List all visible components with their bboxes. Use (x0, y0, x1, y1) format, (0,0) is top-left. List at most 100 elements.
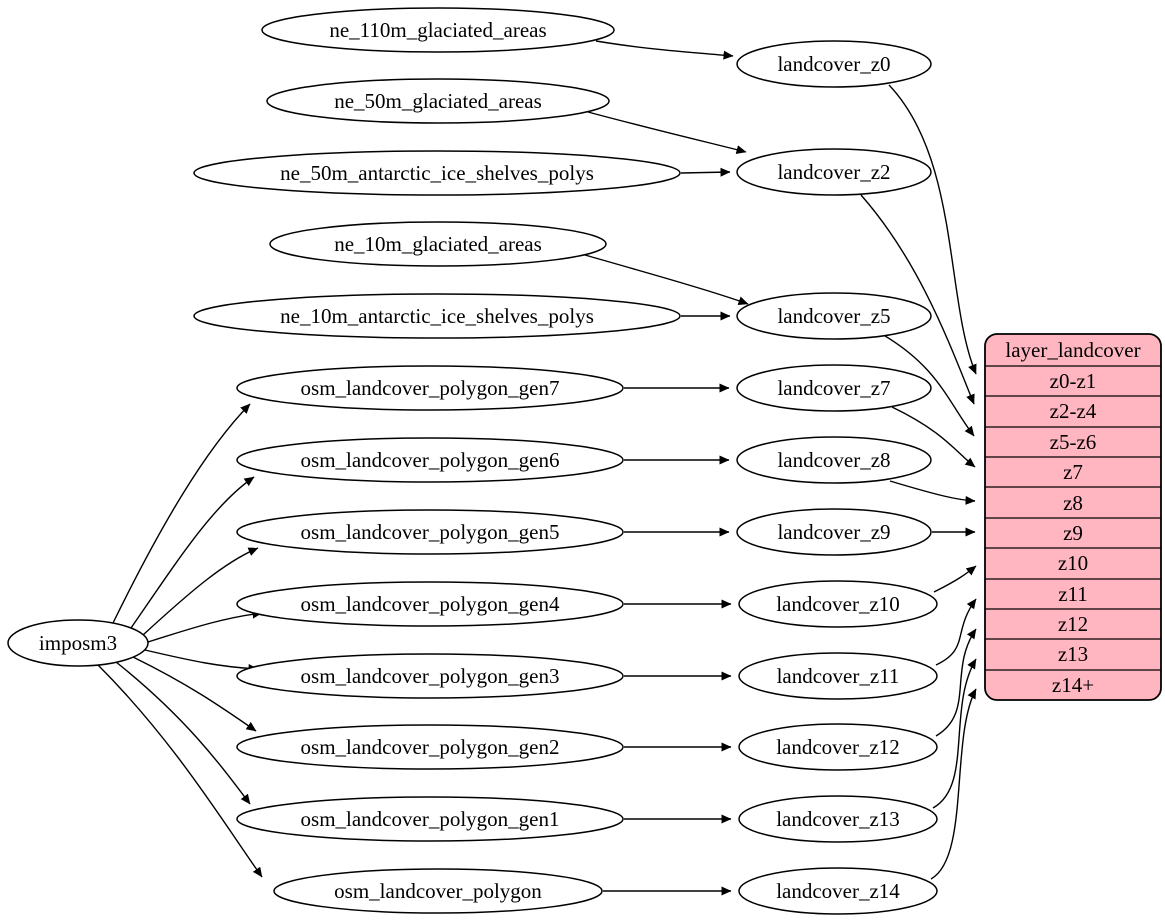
node-imposm3: imposm3 (7, 619, 149, 667)
landcover-z11-ellipse (738, 652, 938, 700)
node-osm-landcover-polygon: osm_landcover_polygon (273, 868, 603, 914)
landcover-z14-ellipse (738, 867, 938, 915)
table-row-z5-z6: z5-z6 (1050, 430, 1097, 454)
ne-10m-glaciated-areas-label: ne_10m_glaciated_areas (334, 232, 542, 256)
imposm3-ellipse (7, 619, 149, 667)
ne-10m-antarctic-ice-shelves-polys-ellipse (193, 293, 681, 339)
osm-landcover-polygon-label: osm_landcover_polygon (334, 879, 542, 903)
osm-landcover-polygon-ellipse (273, 868, 603, 914)
node-ne-10m-glaciated-areas: ne_10m_glaciated_areas (269, 221, 607, 267)
edge-z12-row-z12 (935, 628, 977, 737)
landcover-z12-ellipse (738, 723, 938, 771)
table-row-z10: z10 (1058, 551, 1088, 575)
landcover-z9-label: landcover_z9 (777, 520, 890, 544)
osm-landcover-polygon-gen6-ellipse (236, 437, 624, 483)
node-osm-landcover-polygon-gen6: osm_landcover_polygon_gen6 (236, 437, 624, 483)
edge-imposm3-gen4 (147, 609, 263, 643)
osm-landcover-polygon-gen3-label: osm_landcover_polygon_gen3 (301, 664, 560, 688)
osm-landcover-polygon-gen6-label: osm_landcover_polygon_gen6 (301, 448, 560, 472)
node-ne-50m-glaciated-areas: ne_50m_glaciated_areas (266, 78, 610, 124)
table-row-z8: z8 (1063, 491, 1083, 515)
landcover-z14-label: landcover_z14 (776, 879, 900, 903)
nodes-layer: imposm3 ne_110m_glaciated_areas ne_50m_g… (7, 7, 938, 915)
landcover-z8-ellipse (736, 436, 932, 484)
osm-landcover-polygon-gen7-label: osm_landcover_polygon_gen7 (301, 376, 560, 400)
edge-imposm3-gen3 (144, 649, 259, 673)
landcover-z0-ellipse (736, 40, 932, 88)
osm-landcover-polygon-gen5-ellipse (236, 509, 624, 555)
osm-landcover-polygon-gen2-ellipse (236, 724, 624, 770)
landcover-z2-ellipse (736, 148, 932, 196)
landcover-z9-ellipse (736, 508, 932, 556)
landcover-z7-label: landcover_z7 (777, 376, 890, 400)
osm-landcover-polygon-gen3-ellipse (236, 653, 624, 699)
table-row-z12: z12 (1058, 612, 1088, 636)
node-layer-landcover-table: layer_landcover z0-z1 z2-z4 z5-z6 z7 z8 … (984, 333, 1162, 701)
node-landcover-z12: landcover_z12 (738, 723, 938, 771)
ne-50m-antarctic-ice-shelves-polys-ellipse (193, 150, 681, 196)
node-osm-landcover-polygon-gen1: osm_landcover_polygon_gen1 (236, 796, 624, 842)
node-landcover-z2: landcover_z2 (736, 148, 932, 196)
edge-imposm3-polygon (97, 664, 263, 878)
edge-ne10m-glaciated-z5 (584, 254, 749, 305)
edge-imposm3-gen5 (142, 547, 259, 636)
edge-z5-row-z5z6 (879, 332, 975, 437)
edge-imposm3-gen6 (130, 476, 255, 629)
edge-z2-row-z2z4 (860, 194, 975, 405)
edges-layer (97, 40, 977, 896)
osm-landcover-polygon-gen1-label: osm_landcover_polygon_gen1 (301, 807, 560, 831)
node-landcover-z7: landcover_z7 (736, 364, 932, 412)
osm-landcover-polygon-gen4-label: osm_landcover_polygon_gen4 (301, 592, 560, 616)
table-row-z2-z4: z2-z4 (1050, 399, 1097, 423)
edge-ne110m-z0 (595, 40, 734, 60)
layer-landcover-header: layer_landcover (1005, 338, 1140, 362)
osm-landcover-polygon-gen1-ellipse (236, 796, 624, 842)
landcover-z13-label: landcover_z13 (776, 807, 900, 831)
ne-110m-glaciated-areas-label: ne_110m_glaciated_areas (329, 18, 546, 42)
edge-z11-row-z11 (935, 598, 977, 666)
ne-10m-antarctic-ice-shelves-polys-label: ne_10m_antarctic_ice_shelves_polys (280, 304, 594, 328)
table-row-z11: z11 (1058, 582, 1088, 606)
node-landcover-z9: landcover_z9 (736, 508, 932, 556)
node-osm-landcover-polygon-gen3: osm_landcover_polygon_gen3 (236, 653, 624, 699)
edge-ne50m-glaciated-z2 (587, 111, 747, 154)
ne-110m-glaciated-areas-ellipse (261, 7, 615, 53)
landcover-z11-label: landcover_z11 (777, 664, 900, 688)
node-landcover-z11: landcover_z11 (738, 652, 938, 700)
edge-imposm3-gen7 (112, 403, 251, 624)
table-row-z9: z9 (1063, 521, 1083, 545)
edge-z0-row-z0z1 (888, 84, 977, 375)
table-row-z0-z1: z0-z1 (1050, 369, 1097, 393)
edge-z14-row-z14plus (930, 688, 977, 880)
edge-z13-row-z13 (932, 658, 977, 809)
table-row-z14plus: z14+ (1052, 673, 1094, 697)
node-osm-landcover-polygon-gen2: osm_landcover_polygon_gen2 (236, 724, 624, 770)
landcover-z0-label: landcover_z0 (777, 52, 890, 76)
table-row-z13: z13 (1058, 642, 1088, 666)
node-osm-landcover-polygon-gen7: osm_landcover_polygon_gen7 (236, 365, 624, 411)
edge-imposm3-gen1 (115, 661, 251, 805)
osm-landcover-polygon-gen2-label: osm_landcover_polygon_gen2 (301, 735, 560, 759)
node-ne-110m-glaciated-areas: ne_110m_glaciated_areas (261, 7, 615, 53)
ne-50m-glaciated-areas-label: ne_50m_glaciated_areas (334, 89, 542, 113)
osm-landcover-polygon-gen5-label: osm_landcover_polygon_gen5 (301, 520, 560, 544)
node-landcover-z14: landcover_z14 (738, 867, 938, 915)
node-landcover-z0: landcover_z0 (736, 40, 932, 88)
node-ne-10m-antarctic-ice-shelves-polys: ne_10m_antarctic_ice_shelves_polys (193, 293, 681, 339)
ne-10m-glaciated-areas-ellipse (269, 221, 607, 267)
node-landcover-z10: landcover_z10 (738, 580, 938, 628)
edge-imposm3-gen2 (132, 656, 257, 732)
node-osm-landcover-polygon-gen5: osm_landcover_polygon_gen5 (236, 509, 624, 555)
ne-50m-glaciated-areas-ellipse (266, 78, 610, 124)
node-landcover-z5: landcover_z5 (736, 292, 932, 340)
imposm3-label: imposm3 (39, 631, 117, 655)
table-row-z7: z7 (1063, 460, 1083, 484)
edge-ne50m-antarctic-z2 (680, 167, 731, 177)
node-osm-landcover-polygon-gen4: osm_landcover_polygon_gen4 (236, 581, 624, 627)
node-landcover-z13: landcover_z13 (738, 795, 938, 843)
landcover-z8-label: landcover_z8 (777, 448, 890, 472)
landcover-z10-ellipse (738, 580, 938, 628)
osm-landcover-polygon-gen7-ellipse (236, 365, 624, 411)
